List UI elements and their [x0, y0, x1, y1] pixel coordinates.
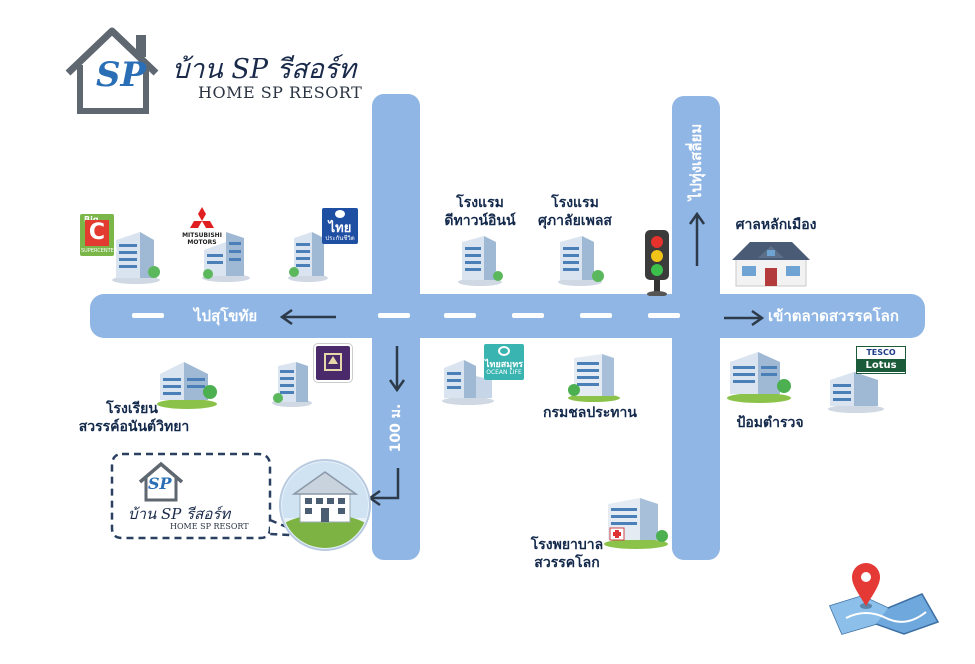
building-icon: [442, 360, 494, 405]
lane-dash: [444, 313, 476, 318]
arrow-up-icon: [688, 212, 706, 266]
school-line-1: โรงเรียน: [106, 401, 158, 417]
city-pillar-house-icon: [732, 242, 810, 287]
scb-emblem-icon: [324, 353, 342, 371]
irrigation-label: กรมชลประทาน: [543, 405, 637, 421]
arrow-left-icon: [279, 308, 336, 326]
ocean-life-text-2: OCEAN LIFE: [486, 369, 522, 376]
school-line-2: สวรรค์อนันต์วิทยา: [78, 419, 190, 435]
ocean-life-emblem-icon: [498, 346, 510, 356]
hotel-1-line-1: โรงแรม: [456, 195, 504, 211]
scb-logo: [314, 344, 352, 382]
road-label-distance: 100 ม.: [388, 403, 404, 453]
lane-dash: [648, 313, 680, 318]
building-icon: [112, 232, 160, 284]
bigc-logo-bottom: SUPERCENTER: [81, 248, 118, 254]
lane-dash: [512, 313, 544, 318]
road-label-north: ไปทุ่งเสลี่ยม: [687, 123, 705, 201]
arrow-turn-icon: [368, 468, 400, 506]
building-icon: [828, 372, 884, 413]
hotel-building-icon: [558, 236, 604, 286]
hotel-2-line-1: โรงแรม: [551, 195, 599, 211]
hospital-line-2: สวรรคโลก: [534, 555, 600, 571]
thai-life-text-2: ประกันชีวิต: [325, 235, 355, 242]
building-icon: [288, 232, 328, 282]
road-vertical-left: [372, 94, 420, 560]
mitsubishi-text-2: MOTORS: [187, 239, 217, 246]
resort-house-icon: [279, 459, 371, 551]
bigc-logo-letter: C: [85, 220, 109, 246]
hospital-line-1: โรงพยาบาล: [530, 537, 604, 553]
logo-mark: SP: [96, 55, 147, 95]
lane-dash: [132, 313, 164, 318]
logo-thai-name: บ้าน SP รีสอร์ท: [172, 54, 357, 85]
logo: SP บ้าน SP รีสอร์ท HOME SP RESORT: [60, 25, 363, 115]
hotel-2-label: โรงแรม ศุภาลัยเพลส: [530, 194, 620, 230]
mitsubishi-text: MITSUBISHI: [182, 232, 222, 239]
bigc-logo-top: Big: [84, 215, 99, 224]
school-building-icon: [157, 362, 217, 409]
ocean-life-logo: ไทยสมุทร OCEAN LIFE: [484, 344, 524, 380]
hotel-1-line-2: ดีทาวน์อินน์: [444, 213, 516, 229]
road-label-right: เข้าตลาดสวรรคโลก: [768, 307, 899, 325]
callout-english-name: HOME SP RESORT: [170, 522, 249, 531]
lane-dash: [580, 313, 612, 318]
arrow-down-icon: [388, 346, 406, 392]
bigc-logo: Big C SUPERCENTER: [80, 214, 118, 256]
police-building-icon: [727, 352, 791, 403]
lane-dash: [378, 313, 410, 318]
tesco-lotus-logo: TESCO Lotus: [856, 346, 906, 374]
hotel-1-label: โรงแรม ดีทาวน์อินน์: [440, 194, 520, 230]
road-label-left: ไปสุโขทัย: [194, 307, 258, 325]
city-pillar-label: ศาลหลักเมือง: [735, 217, 817, 233]
thai-life-text: ไทย: [328, 221, 352, 236]
school-label: โรงเรียน สวรรค์อนันต์วิทยา: [64, 400, 204, 436]
thai-life-logo: ไทย ประกันชีวิต: [322, 208, 358, 244]
police-label: ป้อมตำรวจ: [736, 415, 804, 431]
map-pin-icon: [828, 563, 940, 635]
tesco-text: TESCO: [866, 348, 896, 357]
thai-life-emblem-icon: [335, 210, 345, 218]
hotel-2-line-2: ศุภาลัยเพลส: [538, 213, 612, 229]
traffic-light-icon: [645, 230, 669, 296]
logo-english-name: HOME SP RESORT: [198, 83, 363, 102]
mitsubishi-logo: MITSUBISHI MOTORS: [182, 206, 222, 246]
house-logo-icon: [65, 27, 159, 114]
callout-house-logo-icon: [138, 461, 184, 502]
road-vertical-right: [672, 96, 720, 560]
irrigation-building-icon: [568, 354, 620, 402]
mitsubishi-diamonds-icon: [190, 207, 214, 228]
main-road-horizontal: [90, 294, 925, 338]
lotus-text: Lotus: [857, 359, 905, 372]
hospital-label: โรงพยาบาล สวรรคโลก: [522, 536, 612, 572]
building-icon: [272, 362, 312, 407]
ocean-life-text: ไทยสมุทร: [485, 360, 523, 370]
callout-mark: SP: [148, 474, 172, 493]
hospital-building-icon: [604, 498, 668, 549]
arrow-right-icon: [724, 309, 764, 327]
hotel-building-icon: [458, 236, 503, 286]
building-icon: [202, 232, 250, 282]
callout-thai-name: บ้าน SP รีสอร์ท: [128, 505, 231, 523]
